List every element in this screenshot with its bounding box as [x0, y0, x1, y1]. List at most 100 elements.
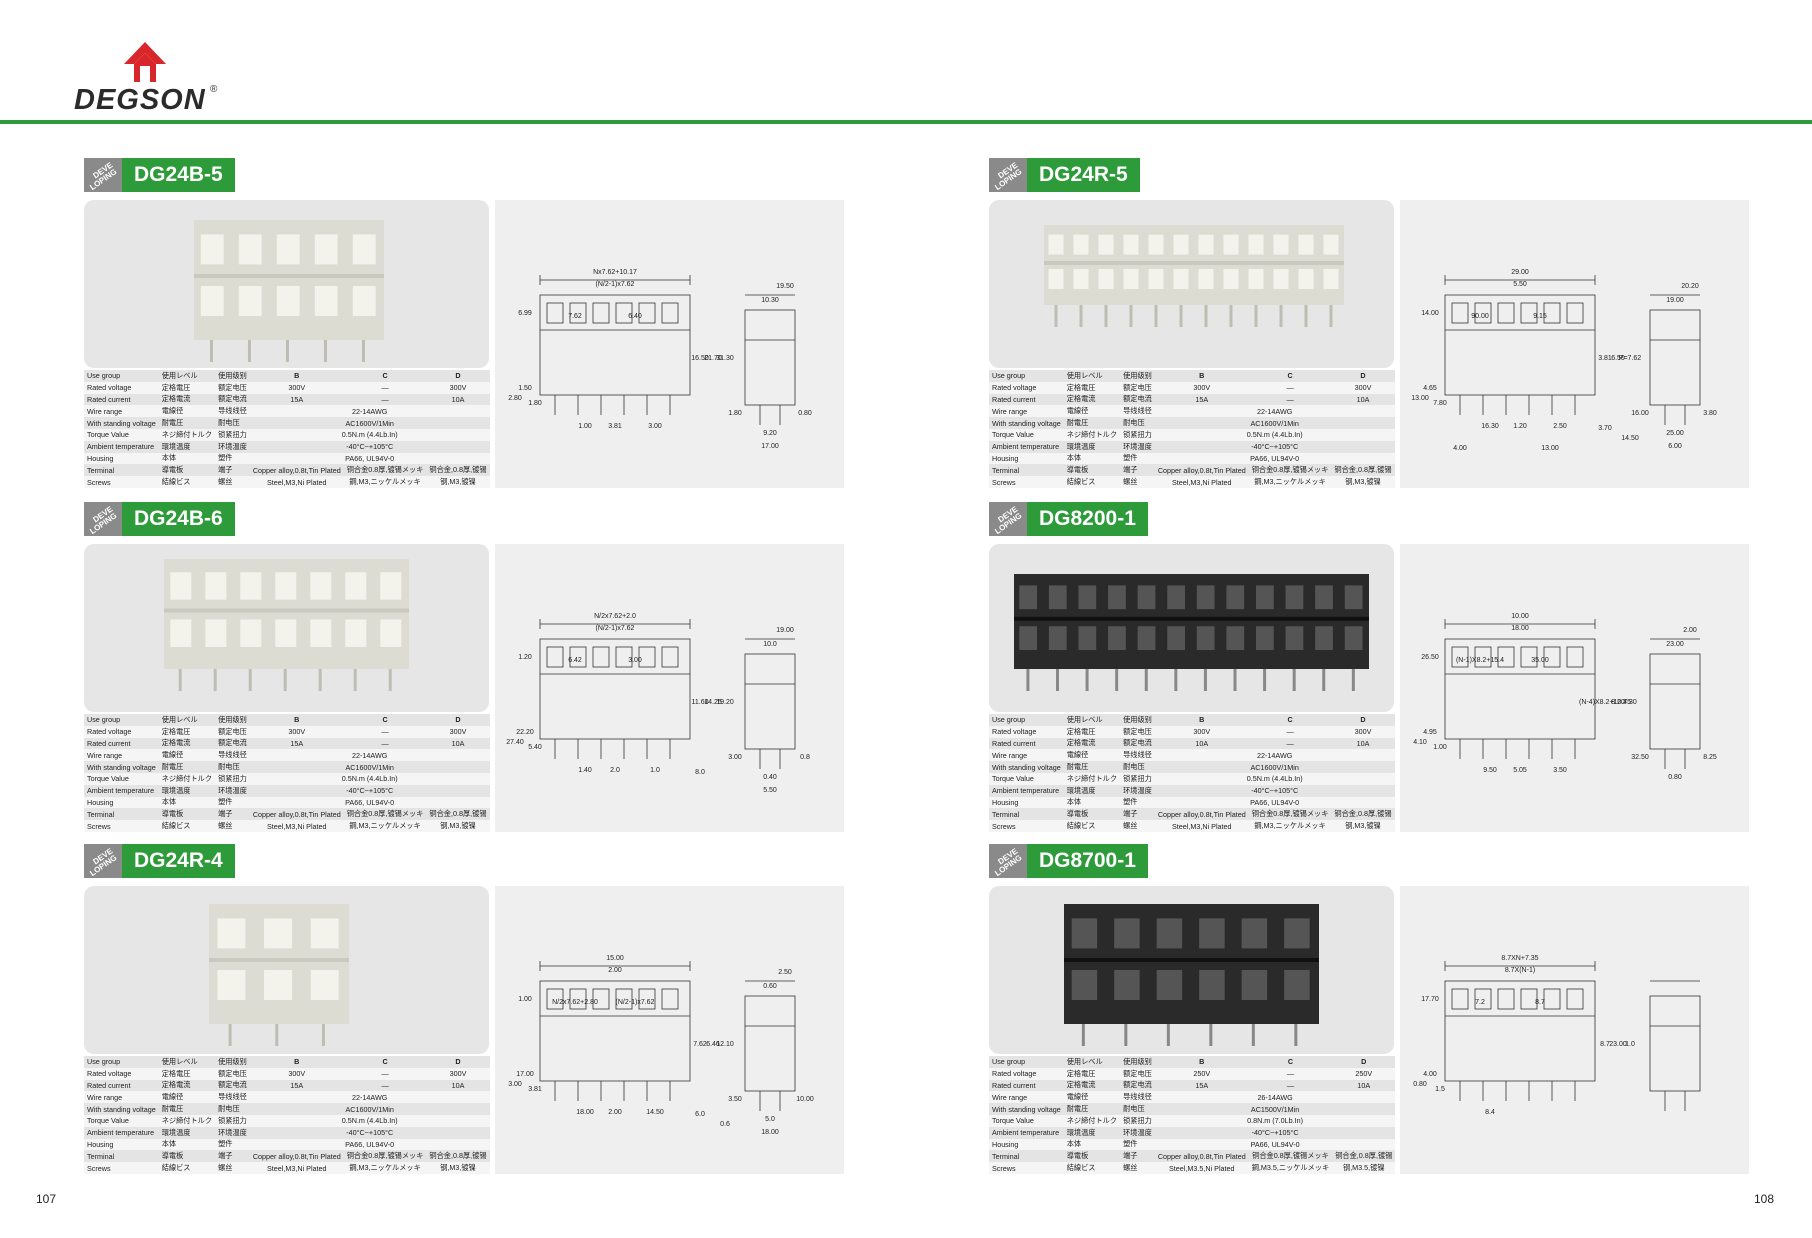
- spec-value: AC1600V/1Min: [1154, 417, 1395, 429]
- spec-label: 额定电压: [1120, 725, 1155, 738]
- spec-label: Wire range: [989, 405, 1064, 418]
- spec-label: 定格電流: [158, 393, 216, 406]
- spec-label: 耐電圧: [1063, 761, 1121, 773]
- spec-label: 使用レベル: [158, 1056, 216, 1068]
- spec-label: 本体: [1063, 452, 1121, 465]
- spec-value: 300V: [1154, 725, 1249, 738]
- spec-value: Copper alloy,0.8t,Tin Plated: [249, 464, 344, 477]
- spec-value: —: [1248, 1067, 1333, 1080]
- dimension-label: 35.00: [1531, 657, 1549, 664]
- spec-label: 定格電圧: [158, 1067, 216, 1080]
- dimension-label: Nx7.62+10.17: [593, 269, 637, 276]
- dimension-label: 2.00: [608, 1109, 622, 1116]
- dimension-label: 29.00: [1511, 269, 1529, 276]
- spec-label: Use group: [84, 370, 159, 382]
- spec-label: 额定电流: [215, 737, 250, 750]
- spec-value: —: [343, 393, 427, 406]
- spec-label: Ambient temperature: [989, 1126, 1064, 1139]
- spec-value: 22-14AWG: [1154, 749, 1395, 762]
- spec-value: 15A: [249, 393, 344, 406]
- dimension-label: N/2x7.62+2.0: [594, 613, 636, 620]
- dimension-label: 1.20: [1513, 423, 1527, 430]
- spec-value: D: [426, 1056, 490, 1068]
- dimension-label: 16.30: [1481, 423, 1499, 430]
- spec-value: -40°C~+105°C: [249, 1126, 490, 1139]
- spec-label: 耐电压: [1120, 761, 1155, 773]
- spec-value: 22-14AWG: [249, 749, 490, 762]
- product-photo-illustration: [194, 220, 384, 362]
- dimension-label: 19.20: [716, 699, 734, 706]
- spec-value: 10A: [426, 1079, 490, 1092]
- spec-value: B: [1154, 1056, 1249, 1068]
- spec-label: 結線ビス: [158, 1162, 216, 1174]
- spec-label: Torque Value: [84, 1114, 159, 1127]
- spec-value: B: [249, 714, 344, 726]
- spec-label: 定格電流: [158, 737, 216, 750]
- dimension-label: 19.50: [776, 283, 794, 290]
- spec-label: 额定电流: [1120, 393, 1155, 406]
- spec-label: Wire range: [84, 749, 159, 762]
- dimension-label: 2.50: [1553, 423, 1567, 430]
- spec-label: With standing voltage: [989, 417, 1064, 429]
- product-photo-illustration: [1014, 574, 1369, 691]
- spec-label: 環境温度: [1063, 440, 1121, 453]
- spec-label: 使用レベル: [1063, 714, 1121, 726]
- dimension-label: 18.00: [1511, 625, 1529, 632]
- product-photo: [84, 544, 489, 712]
- spec-label: Wire range: [84, 1091, 159, 1104]
- spec-value: —: [343, 1067, 427, 1080]
- product-photo: [989, 200, 1394, 368]
- spec-value: 250V: [1154, 1067, 1249, 1080]
- spec-label: 导线线径: [1120, 749, 1155, 762]
- spec-label: Use group: [989, 370, 1064, 382]
- dimension-label: 18.00: [761, 1129, 779, 1136]
- spec-label: Torque Value: [84, 428, 159, 441]
- dimension-label: 0.80: [1668, 774, 1682, 781]
- spec-label: 螺丝: [1120, 1162, 1155, 1174]
- spec-label: 环境温度: [215, 440, 250, 453]
- spec-label: 螺丝: [1120, 476, 1155, 488]
- dimension-label: 7.80: [1433, 400, 1447, 407]
- spec-value: C: [1248, 714, 1332, 726]
- dimension-label: 3.50: [728, 1096, 742, 1103]
- spec-value: 鋼,M3,ニッケルメッキ: [1248, 476, 1332, 488]
- spec-value: 300V: [249, 381, 344, 394]
- spec-value: B: [249, 1056, 344, 1068]
- dimension-label: (N/2-1)x7.62: [596, 281, 635, 288]
- spec-label: 電線径: [158, 405, 216, 418]
- spec-value: 0.5N.m (4.4Lb.In): [249, 1114, 490, 1127]
- spec-label: With standing voltage: [989, 1103, 1064, 1115]
- dimension-label: 32.50: [1631, 754, 1649, 761]
- spec-value: B: [1154, 714, 1249, 726]
- spec-value: 铜合金0.8厚,镀锡メッキ: [343, 464, 427, 477]
- spec-label: 耐電圧: [158, 761, 216, 773]
- spec-label: 导线线径: [1120, 1091, 1155, 1104]
- spec-label: Wire range: [84, 405, 159, 418]
- product-photo: [989, 544, 1394, 712]
- product-name: DG24R-5: [1027, 158, 1140, 192]
- dimension-label: 17.70: [1421, 996, 1439, 1003]
- dimension-label: 1.00: [1433, 744, 1447, 751]
- spec-value: PA66, UL94V-0: [249, 452, 490, 465]
- spec-value: -40°C~+105°C: [1154, 784, 1395, 797]
- spec-label: 锁紧扭力: [215, 428, 250, 441]
- spec-label: Housing: [84, 1138, 159, 1151]
- spec-value: AC1600V/1Min: [249, 1103, 490, 1115]
- spec-value: —: [343, 725, 427, 738]
